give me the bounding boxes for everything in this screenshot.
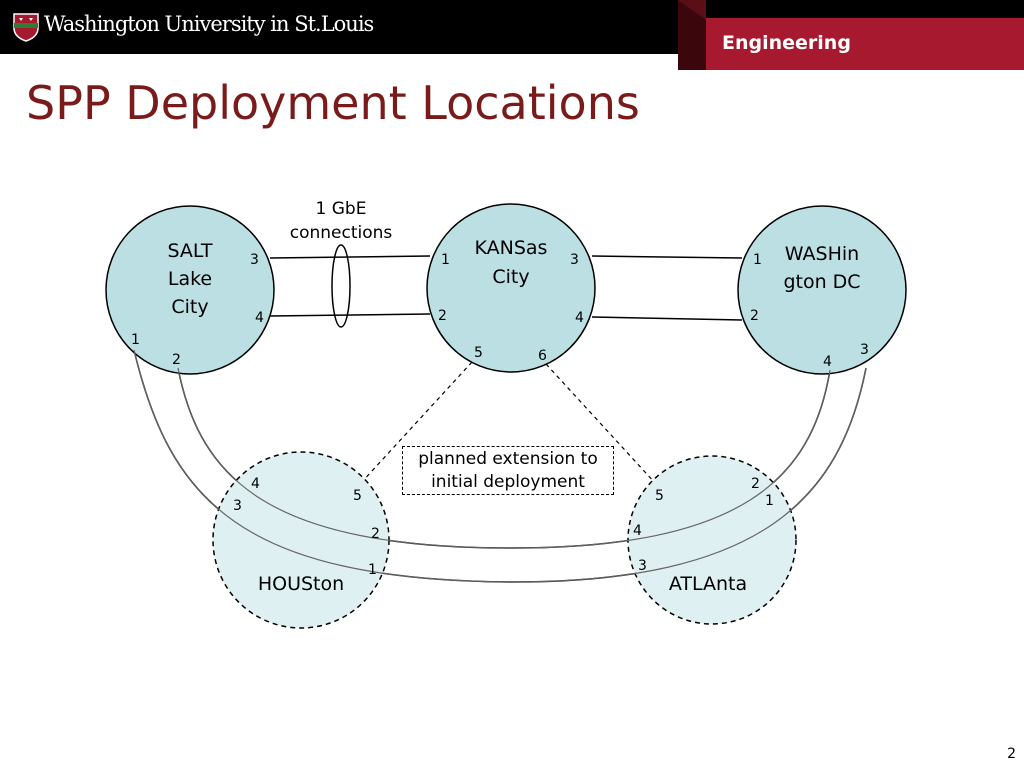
page-number: 2	[1007, 746, 1016, 762]
kansas-port-3: 3	[570, 252, 579, 268]
university-name: Washington University in St.Louis	[44, 12, 374, 36]
gbe-label-line1: 1 GbE	[316, 199, 367, 219]
kansas-name-line1: KANSas	[475, 237, 548, 259]
salt-port-1: 1	[131, 332, 140, 348]
node-houston	[212, 451, 390, 629]
node-atlanta	[627, 455, 797, 625]
planned-note-line2: initial deployment	[431, 472, 585, 492]
link-kansas4-wash2	[591, 316, 743, 321]
kansas-port-4: 4	[575, 310, 584, 326]
node-washington-dc	[737, 205, 907, 375]
houston-port-4: 4	[251, 476, 260, 492]
university-shield-icon	[13, 13, 39, 42]
gbe-label-line2: connections	[290, 223, 393, 243]
gbe-bundle-ellipse	[331, 244, 351, 328]
wash-port-3: 3	[860, 342, 869, 358]
houston-name: HOUSton	[258, 573, 344, 595]
atlanta-port-2: 2	[751, 476, 760, 492]
wash-name-line1: WASHin	[785, 243, 859, 265]
kansas-port-6: 6	[538, 348, 547, 364]
salt-name-line2: Lake	[168, 268, 212, 290]
salt-port-2: 2	[172, 352, 181, 368]
wash-port-4: 4	[823, 354, 832, 370]
link-salt3-kansas1	[269, 255, 431, 259]
link-kansas3-wash1	[591, 255, 743, 259]
node-salt-lake-city	[105, 205, 275, 375]
school-label: Engineering	[722, 32, 851, 54]
salt-port-3: 3	[250, 252, 259, 268]
kansas-port-1: 1	[441, 252, 450, 268]
houston-port-3: 3	[233, 498, 242, 514]
link-salt4-kansas2	[269, 313, 431, 317]
atlanta-port-4: 4	[633, 523, 642, 539]
planned-link-kansas-houston	[359, 361, 473, 485]
link-salt1-wash3-overlay	[133, 349, 867, 583]
atlanta-name: ATLAnta	[669, 573, 747, 595]
kansas-port-2: 2	[438, 308, 447, 324]
page-title: SPP Deployment Locations	[26, 76, 640, 130]
engineering-tab	[678, 0, 1024, 70]
houston-port-2: 2	[371, 526, 380, 542]
houston-port-5: 5	[353, 488, 362, 504]
kansas-port-5: 5	[474, 345, 483, 361]
wash-name-line2: gton DC	[783, 271, 860, 293]
atlanta-port-5: 5	[655, 488, 664, 504]
kansas-name-line2: City	[492, 266, 529, 288]
link-salt2-wash4-overlay	[177, 367, 831, 549]
planned-extension-note: planned extension to initial deployment	[402, 446, 614, 495]
houston-port-1: 1	[368, 562, 377, 578]
atlanta-port-3: 3	[638, 558, 647, 574]
planned-link-kansas-atlanta	[545, 363, 657, 485]
salt-name-line3: City	[171, 296, 208, 318]
atlanta-port-1: 1	[765, 493, 774, 509]
wash-port-2: 2	[750, 308, 759, 324]
node-kansas-city	[426, 203, 596, 373]
wash-port-1: 1	[753, 252, 762, 268]
salt-port-4: 4	[255, 310, 264, 326]
salt-name-line1: SALT	[168, 240, 213, 262]
planned-note-line1: planned extension to	[418, 449, 598, 469]
